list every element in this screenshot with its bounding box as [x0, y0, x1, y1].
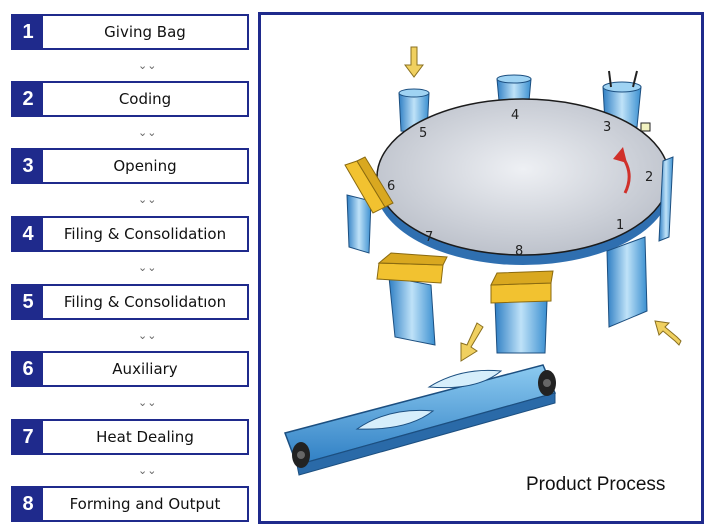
step-6: 6 Auxiliary — [11, 351, 249, 387]
step-3: 3 Opening — [11, 148, 249, 184]
step-label: Forming and Output — [69, 495, 221, 513]
output-arrow-icon — [460, 322, 484, 362]
step-label: Filing & Consolidation — [63, 225, 227, 243]
station-number-4: 4 — [511, 108, 519, 123]
pouch-station-2 — [658, 156, 674, 242]
chevron-down-icon: ⌄⌄ — [138, 396, 157, 409]
step-label: Auxiliary — [112, 360, 178, 378]
step-label: Coding — [118, 90, 172, 108]
step-label: Filing & Consolidatıon — [63, 293, 227, 311]
finished-pouch — [355, 409, 435, 430]
pouch-station-1 — [606, 236, 648, 328]
process-steps-list: 1 Giving Bag ⌄⌄ 2 Coding ⌄⌄ 3 Opening ⌄⌄… — [0, 0, 260, 528]
chevron-down-icon: ⌄⌄ — [138, 329, 157, 342]
step-2: 2 Coding — [11, 81, 249, 117]
rotary-disc — [376, 98, 670, 256]
chevron-down-icon: ⌄⌄ — [138, 126, 157, 139]
step-number: 6 — [13, 353, 43, 385]
chevron-down-icon: ⌄⌄ — [138, 59, 157, 72]
station-number-2: 2 — [645, 170, 653, 185]
rotary-machine-illustration: 1 2 3 4 5 6 7 8 — [284, 46, 682, 476]
diagram-caption: Product Process — [526, 474, 666, 495]
step-8: 8 Forming and Output — [11, 486, 249, 522]
chevron-down-icon: ⌄⌄ — [138, 464, 157, 477]
step-5: 5 Filing & Consolidatıon — [11, 284, 249, 320]
step-number: 1 — [13, 16, 43, 48]
step-4: 4 Filing & Consolidation — [11, 216, 249, 252]
gripper-station-8 — [490, 282, 552, 304]
finished-pouch — [427, 369, 503, 389]
feed-arrow-icon — [654, 320, 682, 346]
pouch-station-6 — [346, 194, 372, 254]
station-number-5: 5 — [419, 126, 427, 141]
gripper-station-7 — [376, 262, 444, 284]
pouch-station-7 — [388, 276, 436, 346]
step-number: 4 — [13, 218, 43, 250]
step-1: 1 Giving Bag — [11, 14, 249, 50]
station-number-1: 1 — [616, 218, 624, 233]
chevron-down-icon: ⌄⌄ — [138, 193, 157, 206]
step-number: 2 — [13, 83, 43, 115]
step-number: 7 — [13, 421, 43, 453]
station-number-3: 3 — [603, 120, 611, 135]
step-label: Opening — [113, 157, 177, 175]
station-number-6: 6 — [387, 179, 395, 194]
step-number: 8 — [13, 488, 43, 520]
process-illustration-panel: 1 2 3 4 5 6 7 8 — [258, 12, 704, 524]
bag-infeed-arrow-icon — [404, 46, 424, 78]
step-label: Heat Dealing — [96, 428, 194, 446]
step-7: 7 Heat Dealing — [11, 419, 249, 455]
station-number-7: 7 — [425, 230, 433, 245]
step-number: 5 — [13, 286, 43, 318]
step-number: 3 — [13, 150, 43, 182]
chevron-down-icon: ⌄⌄ — [138, 261, 157, 274]
station-number-8: 8 — [515, 244, 523, 259]
pouch-station-8 — [494, 300, 548, 354]
step-label: Giving Bag — [104, 23, 186, 41]
